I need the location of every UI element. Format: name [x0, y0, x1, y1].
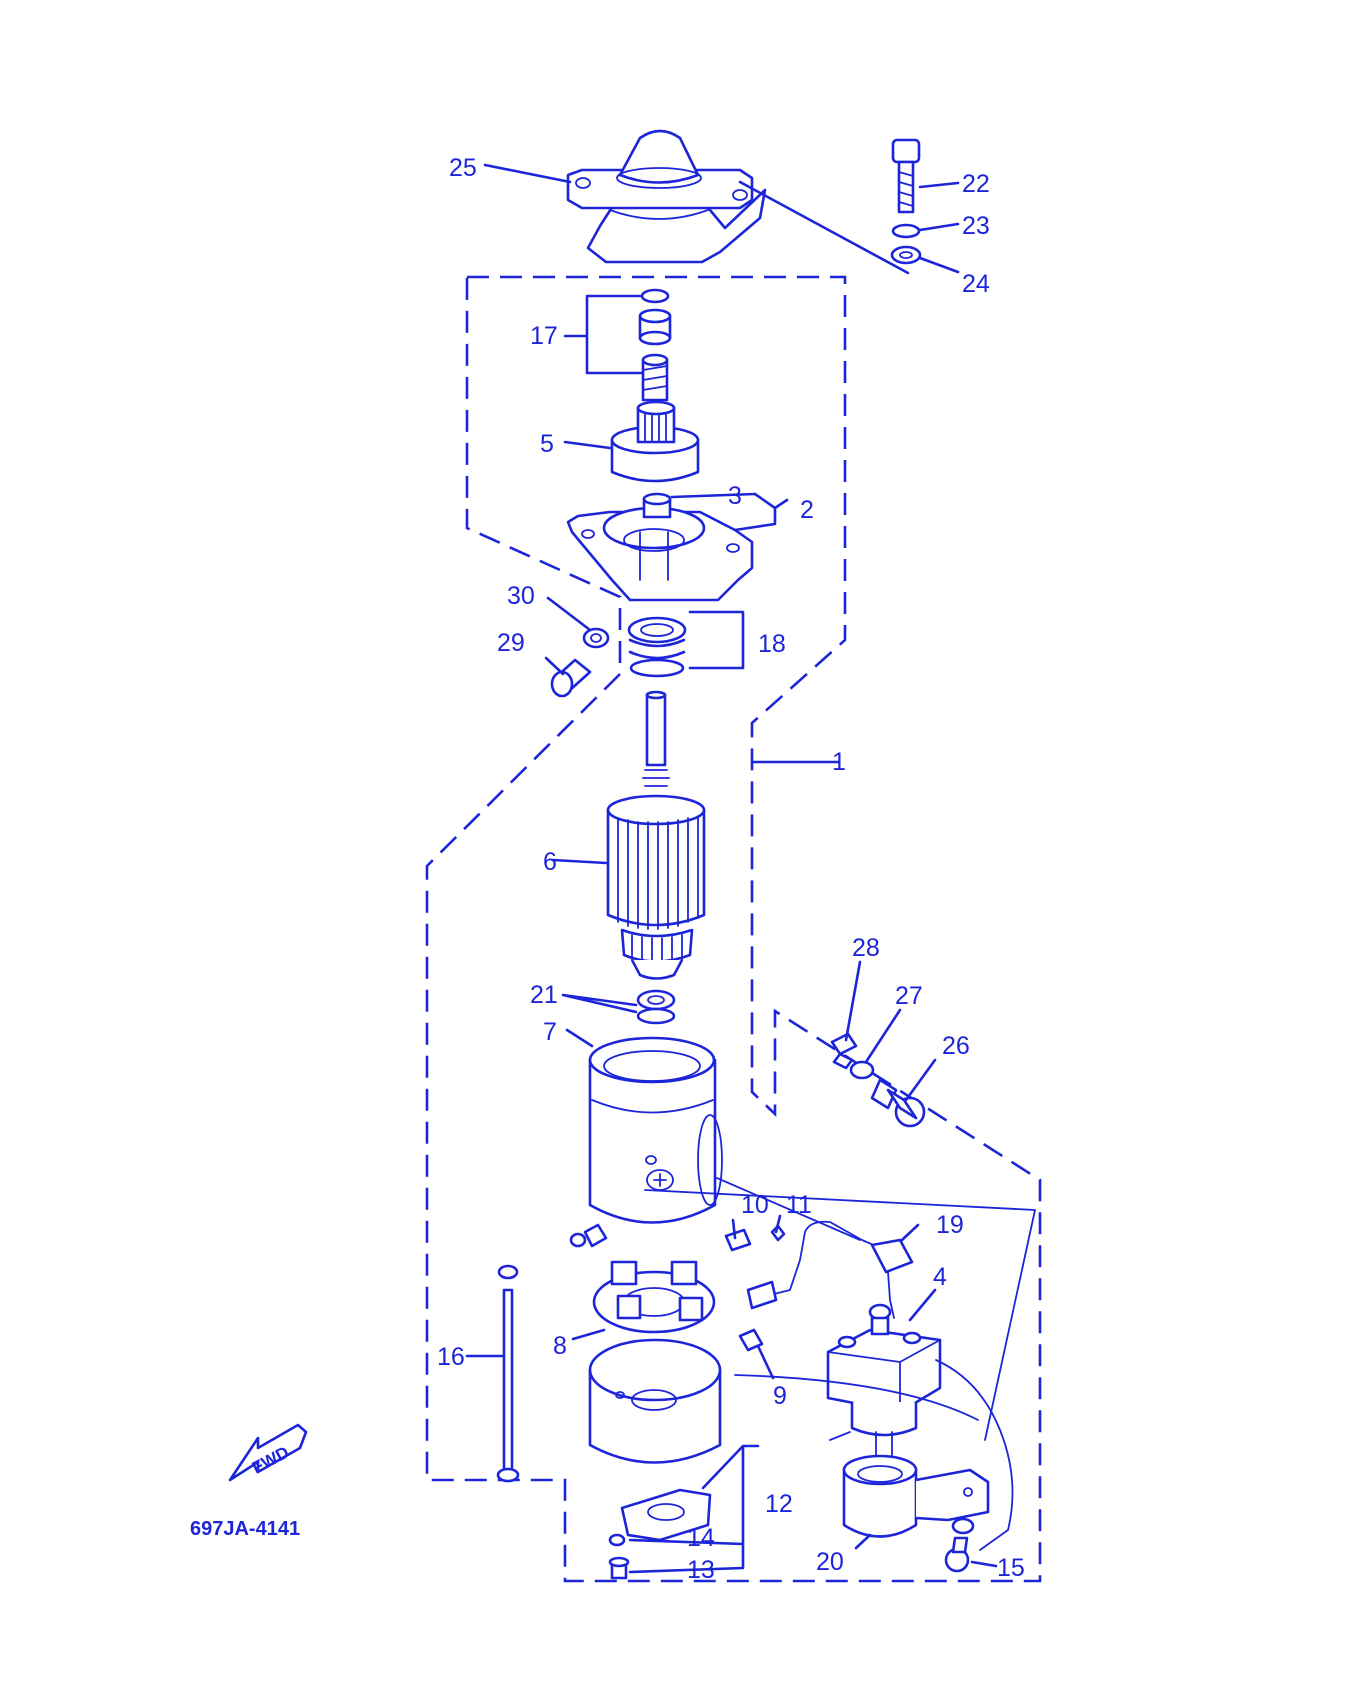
callout-6: 6: [543, 848, 557, 876]
screw-13-part: [608, 1556, 630, 1580]
callout-11: 11: [786, 1191, 812, 1219]
front-bracket-part: [566, 506, 754, 602]
callout-25: 25: [449, 154, 477, 182]
callout-30: 30: [507, 582, 535, 610]
washer-14-part: [608, 1533, 626, 1547]
callout-4: 4: [933, 1263, 947, 1291]
lead-wire-part: [746, 1220, 914, 1319]
rear-cover-part: [588, 1338, 722, 1464]
callout-16: 16: [437, 1343, 465, 1371]
brush-holder-part: [592, 1260, 716, 1334]
callout-2: 2: [800, 496, 814, 524]
terminal-28-part: [830, 1032, 858, 1070]
drive-pinion-part: [610, 400, 700, 483]
callout-5: 5: [540, 430, 554, 458]
armature-part: [606, 690, 706, 980]
stopper-set-part: [638, 288, 672, 402]
brake-spring-part: [627, 616, 687, 678]
solenoid-part: [826, 1303, 1014, 1551]
callout-29: 29: [497, 629, 525, 657]
callout-3: 3: [728, 482, 742, 510]
screw-15-part: [944, 1517, 975, 1573]
callout-10: 10: [741, 1191, 769, 1219]
fwd-arrow-icon: FWD: [228, 1423, 308, 1482]
yoke-part: [569, 1036, 723, 1248]
washer-30-part: [582, 627, 610, 649]
callout-18: 18: [758, 630, 786, 658]
callout-13: 13: [687, 1556, 715, 1584]
callout-8: 8: [553, 1332, 567, 1360]
callout-26: 26: [942, 1032, 970, 1060]
bolt-part: [891, 138, 921, 214]
end-cover-part: [620, 1488, 712, 1542]
callout-24: 24: [962, 270, 990, 298]
solenoid-bracket-part: [842, 1454, 990, 1538]
callout-22: 22: [962, 170, 990, 198]
flat-washer-part: [890, 245, 922, 265]
callout-9: 9: [773, 1382, 787, 1410]
nose-cover-part: [566, 129, 767, 264]
washer-27-part: [849, 1060, 875, 1080]
fwd-label: FWD: [249, 1443, 292, 1478]
bolt-26-part: [870, 1078, 926, 1128]
bushing-part: [642, 492, 672, 519]
callout-1: 1: [832, 748, 846, 776]
callout-12: 12: [765, 1490, 793, 1518]
callout-21: 21: [530, 981, 558, 1009]
brush-9-part: [738, 1328, 764, 1352]
callout-7: 7: [543, 1018, 557, 1046]
callout-23: 23: [962, 212, 990, 240]
thrust-washer-part: [636, 989, 676, 1025]
callout-27: 27: [895, 982, 923, 1010]
screw-29-part: [550, 658, 592, 698]
callout-20: 20: [816, 1548, 844, 1576]
brush-10-part: [724, 1228, 752, 1252]
through-bolt-part: [496, 1264, 520, 1483]
callout-28: 28: [852, 934, 880, 962]
callout-14: 14: [687, 1524, 715, 1552]
assembly-boundary-upper: [425, 275, 1042, 1583]
lock-washer-part: [891, 223, 921, 239]
callout-19: 19: [936, 1211, 964, 1239]
drawing-code: 697JA-4141: [190, 1518, 300, 1540]
callout-15: 15: [997, 1554, 1025, 1582]
callout-17: 17: [530, 322, 558, 350]
leader-lines: [465, 163, 998, 1574]
